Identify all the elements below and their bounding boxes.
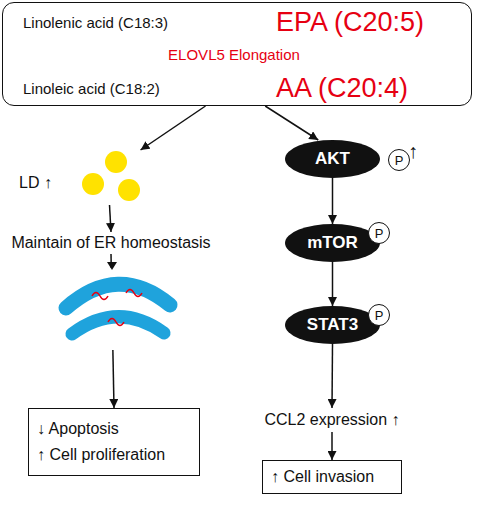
lipid-droplet-group: LD ↑ bbox=[15, 150, 150, 205]
node-text: STAT3 bbox=[307, 315, 358, 335]
kinase-oval: mTOR bbox=[285, 224, 380, 262]
outcome-box: ↑ Cell invasion bbox=[262, 460, 402, 494]
process-text: Maintain of ER homeostasis bbox=[2, 232, 220, 254]
node-text: AKT bbox=[315, 149, 350, 169]
node-text: Linoleic acid (C18:2) bbox=[23, 80, 160, 97]
phospho-mark: P bbox=[368, 304, 390, 326]
phospho-mark: P bbox=[388, 149, 410, 171]
pathway-box: Linolenic acid (C18:3) EPA (C20:5) ELOVL5 … bbox=[2, 2, 472, 106]
node-text: mTOR bbox=[307, 233, 358, 253]
increase-arrow: ↑ bbox=[408, 141, 418, 161]
node-text: LD ↑ bbox=[19, 174, 52, 192]
node-text: CCL2 expression ↑ bbox=[264, 411, 399, 429]
node-text: ELOVL5 Elongation bbox=[168, 46, 300, 63]
lipid-droplet bbox=[118, 179, 140, 201]
flow-arrow bbox=[331, 432, 333, 460]
er-protein bbox=[108, 319, 124, 326]
flow-arrow bbox=[331, 344, 333, 408]
flow-arrow bbox=[110, 205, 112, 232]
er-ground bbox=[55, 268, 175, 350]
lipid-droplet bbox=[82, 173, 104, 195]
flow-arrow bbox=[332, 262, 334, 306]
phospho-mark: P bbox=[368, 222, 390, 244]
node-text: ↑ Cell invasion bbox=[271, 468, 374, 486]
process-text: CCL2 expression ↑ bbox=[242, 408, 422, 432]
er-membrane bbox=[72, 317, 164, 334]
er-protein bbox=[126, 290, 142, 297]
flow-arrow bbox=[332, 178, 334, 224]
node-text: EPA (C20:5) bbox=[276, 7, 424, 38]
node-text: Linolenic acid (C18:3) bbox=[23, 14, 168, 31]
node-text: Maintain of ER homeostasis bbox=[11, 234, 210, 252]
flow-arrow bbox=[265, 106, 318, 140]
outcome-box: ↓ Apoptosis ↑ Cell proliferation bbox=[28, 408, 200, 476]
flow-arrow bbox=[141, 106, 206, 150]
node-text: ↑ Cell proliferation bbox=[37, 446, 165, 464]
arrow-head bbox=[107, 262, 117, 270]
lipid-droplet bbox=[105, 151, 127, 173]
node-text: AA (C20:4) bbox=[276, 73, 408, 104]
kinase-oval: AKT bbox=[285, 140, 380, 178]
er-protein bbox=[92, 293, 108, 300]
node-text: ↓ Apoptosis bbox=[37, 420, 119, 438]
er-membrane bbox=[66, 284, 170, 308]
kinase-oval: STAT3 bbox=[285, 306, 380, 344]
